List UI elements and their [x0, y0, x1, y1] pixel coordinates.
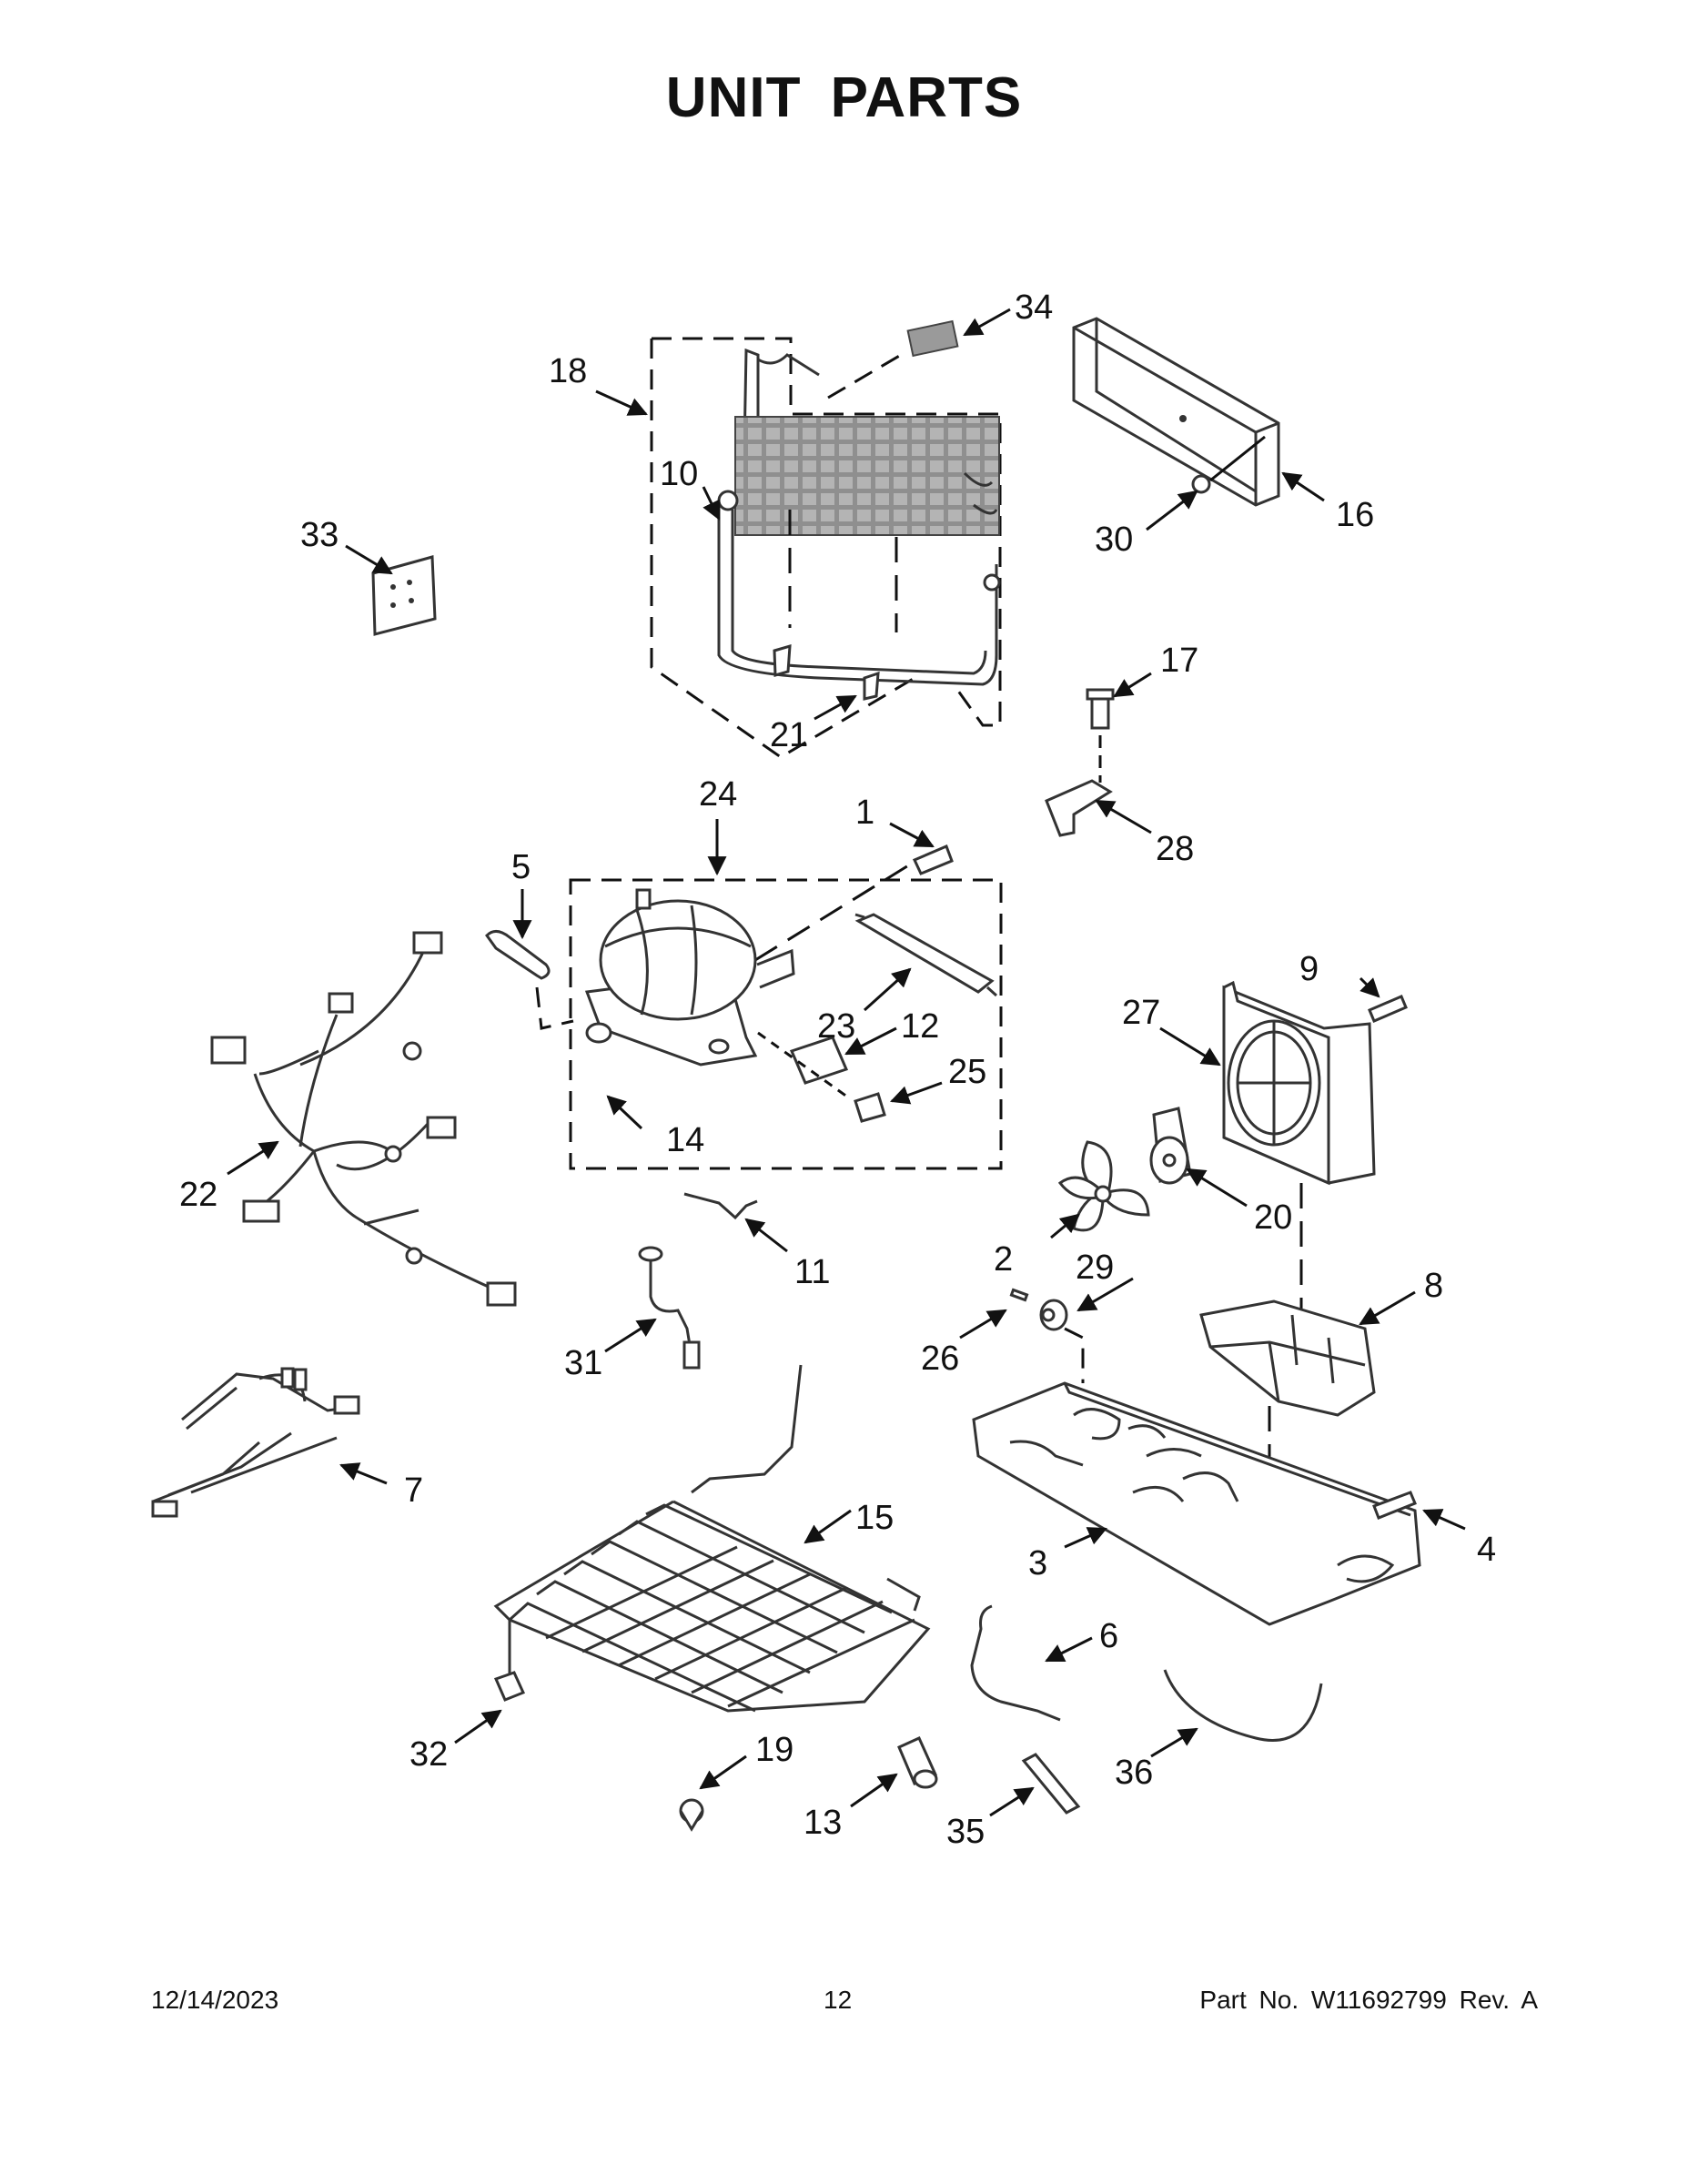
callout-27: 27	[1122, 994, 1160, 1032]
part-15-condenser	[493, 1364, 931, 1713]
page-title: UNIT PARTS	[665, 66, 1023, 129]
callout-18: 18	[549, 352, 587, 390]
part-5-strap	[485, 930, 551, 980]
callout-20: 20	[1254, 1198, 1292, 1237]
callout-35: 35	[946, 1813, 985, 1851]
part-34-pad	[906, 319, 959, 358]
part-33-board	[371, 555, 437, 636]
callout-24: 24	[699, 775, 737, 814]
callout-leaders	[227, 308, 1466, 1817]
callout-26: 26	[921, 1340, 959, 1378]
part-16-cover	[1072, 317, 1280, 507]
callout-10: 10	[660, 455, 698, 493]
callout-29: 29	[1076, 1249, 1114, 1287]
callout-25: 25	[948, 1053, 986, 1091]
part-2-fan-blade	[1057, 1140, 1150, 1232]
callout-33: 33	[300, 516, 339, 554]
part-11-wire-clip	[683, 1192, 758, 1220]
part-23-filter-drier	[854, 913, 998, 997]
evaporator-assembly	[650, 337, 1002, 759]
part-8-bracket	[1199, 1299, 1376, 1417]
callout-31: 31	[564, 1344, 602, 1382]
part-6-tube	[970, 1604, 1061, 1722]
callout-28: 28	[1156, 830, 1194, 868]
callout-16: 16	[1336, 496, 1374, 534]
callout-5: 5	[511, 848, 531, 886]
part-29-bushing	[1039, 1299, 1068, 1331]
part-22-wire-harness	[210, 931, 517, 1307]
part-35-sleeve	[1021, 1753, 1081, 1815]
callout-8: 8	[1424, 1267, 1443, 1305]
footer-date: 12/14/2023	[151, 1986, 279, 2014]
callout-15: 15	[855, 1499, 894, 1537]
callout-9: 9	[1299, 950, 1319, 988]
callout-34: 34	[1015, 288, 1053, 327]
compressor	[584, 888, 795, 1067]
callout-21: 21	[770, 716, 808, 754]
callout-1: 1	[855, 794, 874, 832]
part-7-wire-harness	[151, 1367, 360, 1518]
callout-12: 12	[901, 1007, 939, 1046]
callout-2: 2	[994, 1240, 1013, 1279]
callout-13: 13	[804, 1804, 842, 1842]
callout-17: 17	[1160, 642, 1198, 680]
part-17-screw	[1086, 688, 1115, 730]
part-3-base-pan	[972, 1381, 1421, 1626]
part-12-relay	[789, 1036, 849, 1085]
part-27-fan-shroud	[1222, 980, 1376, 1186]
part-4-screw	[1372, 1491, 1417, 1520]
part-20-fan-motor	[1149, 1107, 1192, 1185]
part-32-clip	[493, 1620, 526, 1702]
callout-32: 32	[409, 1735, 448, 1774]
callout-6: 6	[1099, 1617, 1118, 1655]
part-9-screw	[1368, 995, 1408, 1023]
part-26-pin	[1009, 1288, 1029, 1302]
part-28-bracket	[1045, 779, 1113, 837]
part-30-clip	[1191, 435, 1266, 494]
callout-22: 22	[179, 1176, 217, 1214]
footer-part-number: Part No. W11692799 Rev. A	[1199, 1986, 1538, 2014]
callout-7: 7	[404, 1471, 423, 1510]
callout-36: 36	[1115, 1754, 1153, 1792]
footer-page-number: 12	[824, 1986, 853, 2014]
callout-30: 30	[1095, 521, 1133, 559]
part-1-fitting	[912, 844, 954, 875]
callout-11: 11	[794, 1253, 830, 1291]
part-13-grommet	[897, 1736, 938, 1789]
part-19-valve	[679, 1798, 704, 1832]
part-24-compressor-box	[569, 878, 1003, 1170]
part-31-drain	[638, 1246, 701, 1370]
callout-23: 23	[817, 1007, 855, 1046]
callout-19: 19	[755, 1731, 793, 1769]
callout-3: 3	[1028, 1544, 1047, 1582]
part-25-cap	[854, 1092, 886, 1123]
part-36-drain-tube	[1163, 1669, 1323, 1742]
callout-labels: 1 2 3 4 5 6 7 8 9 10 11 12 13 14 15 16 1…	[179, 288, 1496, 1851]
callout-14: 14	[666, 1121, 704, 1159]
callout-4: 4	[1477, 1531, 1496, 1569]
